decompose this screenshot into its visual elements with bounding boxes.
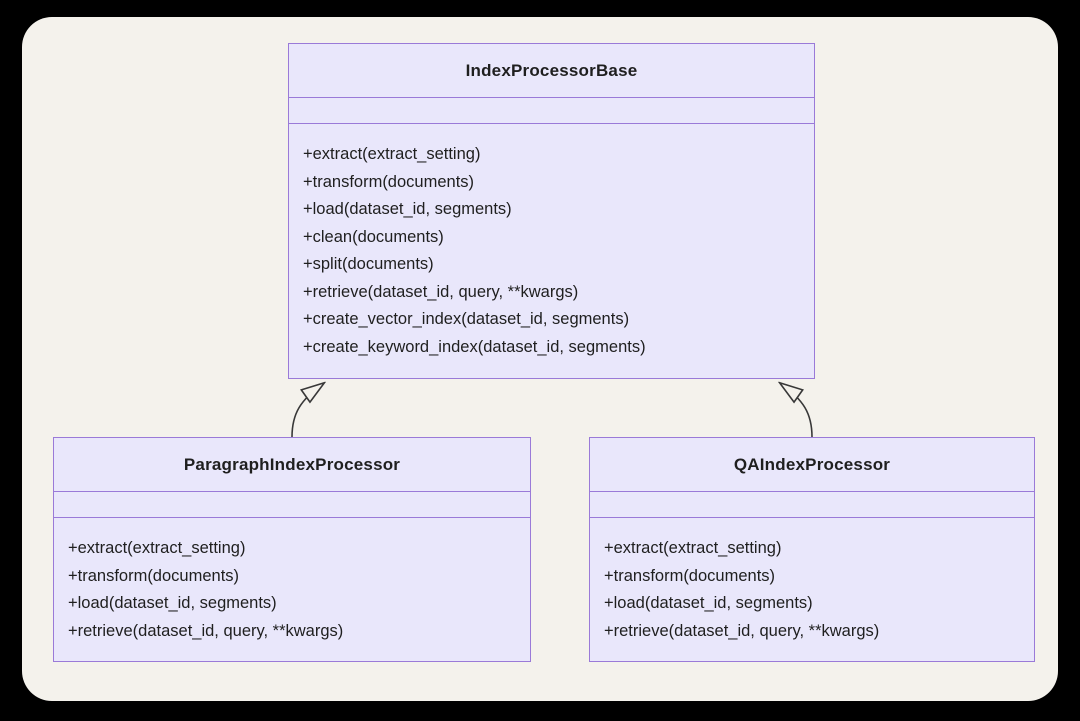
method: +split(documents) — [303, 255, 434, 273]
class-box-paragraphindexprocessor: ParagraphIndexProcessor +extract(extract… — [53, 437, 531, 662]
method: +create_vector_index(dataset_id, segment… — [303, 310, 630, 328]
class-attributes-empty — [54, 492, 530, 518]
class-title: IndexProcessorBase — [289, 44, 814, 98]
class-box-indexprocessorbase: IndexProcessorBase +extract(extract_sett… — [288, 43, 815, 379]
method: +extract(extract_setting) — [604, 539, 782, 557]
class-methods: +extract(extract_setting) +transform(doc… — [54, 518, 530, 661]
method: +extract(extract_setting) — [68, 539, 246, 557]
method: +retrieve(dataset_id, query, **kwargs) — [303, 282, 579, 301]
class-attributes-empty — [590, 492, 1034, 518]
method: +clean(documents) — [303, 227, 444, 246]
method: +load(dataset_id, segments) — [68, 594, 277, 612]
method: +transform(documents) — [303, 172, 475, 191]
method: +transform(documents) — [68, 566, 240, 585]
class-title: ParagraphIndexProcessor — [54, 438, 530, 492]
class-attributes-empty — [289, 98, 814, 124]
class-methods: +extract(extract_setting) +transform(doc… — [590, 518, 1034, 661]
class-title: QAIndexProcessor — [590, 438, 1034, 492]
method: +transform(documents) — [604, 566, 776, 585]
class-box-qaindexprocessor: QAIndexProcessor +extract(extract_settin… — [589, 437, 1035, 662]
method: +extract(extract_setting) — [303, 145, 481, 163]
class-methods: +extract(extract_setting) +transform(doc… — [289, 124, 814, 378]
method: +retrieve(dataset_id, query, **kwargs) — [604, 621, 880, 640]
method: +load(dataset_id, segments) — [604, 594, 813, 612]
method: +create_keyword_index(dataset_id, segmen… — [303, 337, 646, 356]
method: +load(dataset_id, segments) — [303, 200, 512, 218]
method: +retrieve(dataset_id, query, **kwargs) — [68, 621, 344, 640]
